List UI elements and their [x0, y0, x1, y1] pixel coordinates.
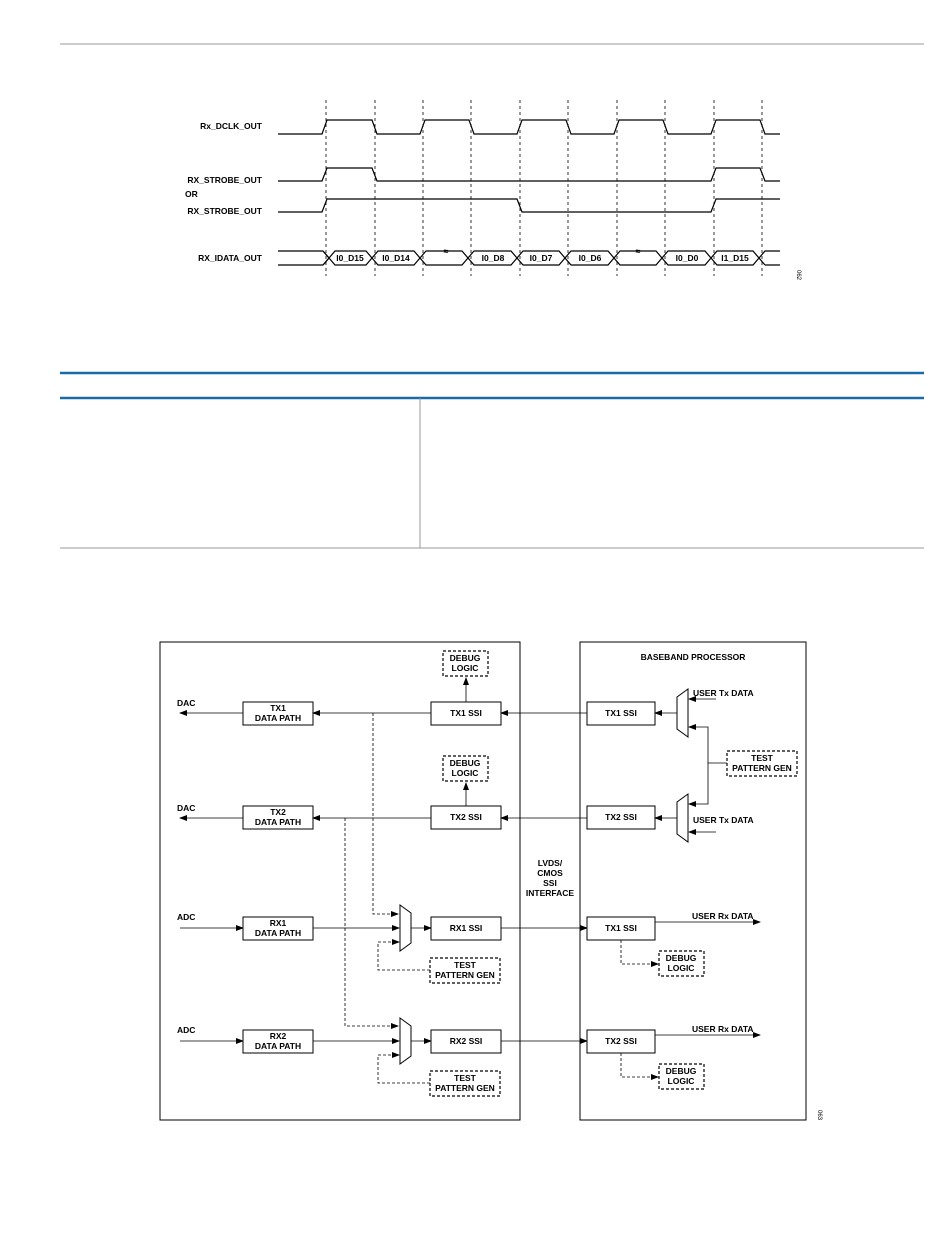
figure-id-063: 063: [816, 1110, 822, 1121]
tx1-data-path-l1: TX1: [270, 703, 286, 713]
debug-logic-1-l1: DEBUG: [450, 653, 481, 663]
bb-tx2-ssi-label: TX2 SSI: [605, 812, 637, 822]
tx1-ssi-label: TX1 SSI: [450, 708, 482, 718]
label-dac-1: DAC: [177, 698, 195, 708]
idata-cell-i0-d15: I0_D15: [336, 253, 364, 263]
rx1-data-path-l1: RX1: [270, 918, 287, 928]
idata-cell-i0-d0: I0_D0: [676, 253, 699, 263]
debug-logic-1: [442, 650, 489, 677]
bb-debug-logic-2-l1: DEBUG: [666, 1066, 697, 1076]
rx2-data-path-block: [242, 1029, 314, 1054]
bb-test-pattern-gen-l2: PATTERN GEN: [732, 763, 792, 773]
rx2-mux: [399, 1017, 412, 1065]
rx2-data-path-l1: RX2: [270, 1031, 287, 1041]
test-pattern-gen-1-l2: PATTERN GEN: [435, 970, 495, 980]
rx2-data-path-l2: DATA PATH: [255, 1041, 301, 1051]
user-tx-data-1: USER Tx DATA: [693, 688, 754, 698]
bb-rx1-to-debug: [620, 940, 659, 967]
bb-test-gen-to-mux-2: [688, 763, 709, 807]
bb-test-pattern-gen: [726, 750, 798, 777]
bb-debug-logic-2-l2: LOGIC: [668, 1076, 695, 1086]
rx1-ssi-block: [430, 916, 502, 941]
bb-debug-logic-1: [658, 950, 705, 977]
test-gen-1-to-mux: [377, 939, 430, 971]
rx1-ssi-label: RX1 SSI: [450, 923, 483, 933]
label-rx-dclk-out: Rx_DCLK_OUT: [200, 121, 263, 131]
loopback-tx2-to-rx2-mux: [344, 818, 399, 1029]
tx2-data-path-l2: DATA PATH: [255, 817, 301, 827]
bb-debug-logic-2: [658, 1063, 705, 1090]
figure-id-062: 062: [795, 270, 801, 281]
debug-logic-2-l2: LOGIC: [452, 768, 479, 778]
bb-tx1-mux: [676, 688, 689, 738]
debug-logic-1-l2: LOGIC: [452, 663, 479, 673]
label-dac-2: DAC: [177, 803, 195, 813]
label-rx-strobe-out-b: RX_STROBE_OUT: [187, 206, 262, 216]
test-pattern-gen-2: [429, 1070, 501, 1097]
label-adc-2: ADC: [177, 1025, 195, 1035]
waveform-idata: [278, 250, 780, 266]
test-gen-2-to-mux: [377, 1052, 430, 1084]
rx2-ssi-block: [430, 1029, 502, 1054]
bb-tx2-mux: [676, 793, 689, 843]
interface-l1: LVDS/: [538, 858, 563, 868]
debug-logic-2: [442, 755, 489, 782]
interface-l4: INTERFACE: [526, 888, 575, 898]
label-adc-1: ADC: [177, 912, 195, 922]
bb-test-gen-to-mux-1: [688, 724, 727, 764]
user-rx-data-1: USER Rx DATA: [692, 911, 754, 921]
idata-break-mark-2: ≈: [636, 246, 641, 256]
bb-tx1-ssi-label: TX1 SSI: [605, 708, 637, 718]
label-rx-strobe-out-a: RX_STROBE_OUT: [187, 175, 262, 185]
bb-rx1-ssi-label: TX1 SSI: [605, 923, 637, 933]
timing-diagram: Rx_DCLK_OUT RX_STROBE_OUT OR RX_STROBE_O…: [185, 100, 801, 281]
baseband-processor-title: BASEBAND PROCESSOR: [641, 652, 746, 662]
tx1-data-path-l2: DATA PATH: [255, 713, 301, 723]
test-pattern-gen-1-l1: TEST: [454, 960, 477, 970]
tx2-data-path-l1: TX2: [270, 807, 286, 817]
rx1-data-path-l2: DATA PATH: [255, 928, 301, 938]
interface-l2: CMOS: [537, 868, 563, 878]
waveform-strobe-a: [278, 167, 780, 182]
user-rx-data-2: USER Rx DATA: [692, 1024, 754, 1034]
debug-logic-2-l1: DEBUG: [450, 758, 481, 768]
idata-cell-i0-d7: I0_D7: [530, 253, 553, 263]
label-rx-idata-out: RX_IDATA_OUT: [198, 253, 263, 263]
interface-l3: SSI: [543, 878, 557, 888]
rx1-data-path-block: [242, 916, 314, 941]
tx2-ssi-label: TX2 SSI: [450, 812, 482, 822]
bb-test-pattern-gen-l1: TEST: [751, 753, 774, 763]
test-pattern-gen-2-l1: TEST: [454, 1073, 477, 1083]
timing-guides: [325, 100, 763, 276]
idata-cell-i1-d15: I1_D15: [721, 253, 749, 263]
bb-debug-logic-1-l2: LOGIC: [668, 963, 695, 973]
user-tx-data-2: USER Tx DATA: [693, 815, 754, 825]
idata-cell-i0-d14: I0_D14: [382, 253, 410, 263]
waveform-dclk: [278, 119, 780, 135]
block-diagram: BASEBAND PROCESSOR DAC TX1 DATA PATH TX1…: [159, 641, 822, 1121]
waveform-strobe-b: [278, 198, 780, 213]
idata-break-mark-1: ≈: [444, 246, 449, 256]
rx1-mux: [399, 904, 412, 952]
loopback-tx1-to-rx1-mux: [372, 713, 399, 917]
test-pattern-gen-2-l2: PATTERN GEN: [435, 1083, 495, 1093]
label-or: OR: [185, 189, 198, 199]
rx2-ssi-label: RX2 SSI: [450, 1036, 483, 1046]
test-pattern-gen-1: [429, 957, 501, 984]
idata-cell-i0-d6: I0_D6: [579, 253, 602, 263]
bb-rx2-ssi-label: TX2 SSI: [605, 1036, 637, 1046]
bb-rx2-to-debug: [620, 1053, 659, 1080]
bb-debug-logic-1-l1: DEBUG: [666, 953, 697, 963]
idata-cell-i0-d8: I0_D8: [482, 253, 505, 263]
